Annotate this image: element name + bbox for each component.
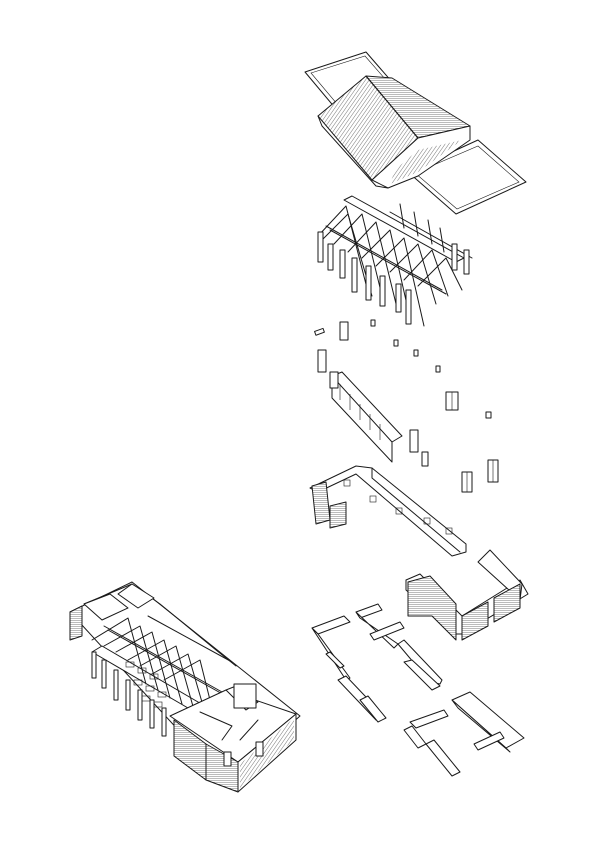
truss-series	[317, 205, 463, 327]
posts	[317, 231, 470, 325]
foundation-wall-segments	[311, 603, 443, 723]
layer-upper-walls	[309, 465, 467, 557]
foundation-wall-segments-lower	[403, 691, 525, 777]
layer-foundation-walls	[311, 549, 529, 777]
layer-openings	[314, 319, 499, 493]
assembled-truss	[91, 615, 233, 723]
layer-timber-frame	[317, 195, 473, 327]
layer-roof	[304, 51, 527, 215]
window-units	[445, 391, 499, 493]
assembled-posts	[91, 651, 167, 737]
assembled-building	[69, 581, 301, 793]
tables	[125, 661, 167, 708]
glazed-wall-strip	[331, 371, 403, 443]
upper-wall-ring	[309, 465, 467, 557]
door-frame	[339, 321, 349, 341]
core-volume	[233, 683, 257, 709]
